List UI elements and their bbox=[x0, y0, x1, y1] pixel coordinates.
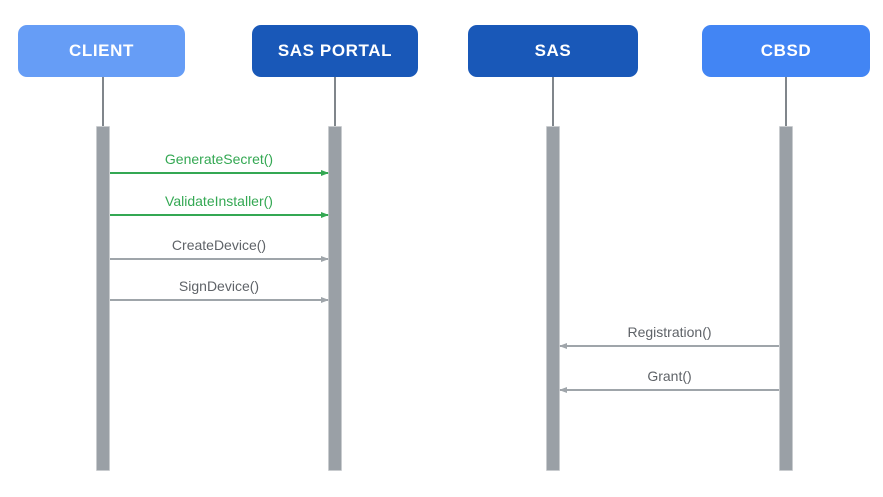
message-createdevice: CreateDevice() bbox=[110, 232, 329, 263]
actor-box-client: CLIENT bbox=[18, 25, 185, 77]
lifeline-cbsd bbox=[785, 77, 787, 126]
message-label: SignDevice() bbox=[178, 277, 260, 294]
lifeline-client bbox=[102, 77, 104, 126]
message-generatesecret: GenerateSecret() bbox=[110, 146, 329, 177]
message-grant: Grant() bbox=[559, 363, 779, 394]
actor-box-sas-portal: SAS PORTAL bbox=[252, 25, 418, 77]
message-arrowhead-icon bbox=[321, 170, 329, 177]
actor-box-sas: SAS bbox=[468, 25, 638, 77]
message-label: Registration() bbox=[627, 323, 712, 340]
lifeline-sas bbox=[552, 77, 554, 126]
actor-label: SAS bbox=[534, 41, 572, 60]
activation-bar-cbsd bbox=[779, 126, 793, 471]
message-line bbox=[110, 214, 328, 216]
message-line bbox=[560, 389, 779, 391]
message-arrowhead-icon bbox=[321, 256, 329, 263]
message-line bbox=[110, 172, 328, 174]
message-validateinstaller: ValidateInstaller() bbox=[110, 188, 329, 219]
message-registration: Registration() bbox=[559, 319, 779, 350]
message-label: GenerateSecret() bbox=[164, 150, 274, 167]
actor-label: CBSD bbox=[760, 41, 812, 60]
message-label: CreateDevice() bbox=[171, 236, 267, 253]
message-arrowhead-icon bbox=[559, 343, 567, 350]
message-line bbox=[110, 258, 328, 260]
message-line bbox=[560, 345, 779, 347]
activation-bar-sas-portal bbox=[328, 126, 342, 471]
message-arrowhead-icon bbox=[321, 297, 329, 304]
message-arrowhead-icon bbox=[321, 212, 329, 219]
actor-box-cbsd: CBSD bbox=[702, 25, 870, 77]
message-arrowhead-icon bbox=[559, 387, 567, 394]
activation-bar-sas bbox=[546, 126, 560, 471]
actor-label: SAS PORTAL bbox=[277, 41, 393, 60]
actor-label: CLIENT bbox=[69, 41, 134, 60]
message-signdevice: SignDevice() bbox=[110, 273, 329, 304]
message-line bbox=[110, 299, 328, 301]
message-label: Grant() bbox=[647, 367, 692, 384]
lifeline-sas-portal bbox=[334, 77, 336, 126]
activation-bar-client bbox=[96, 126, 110, 471]
message-label: ValidateInstaller() bbox=[165, 192, 273, 209]
